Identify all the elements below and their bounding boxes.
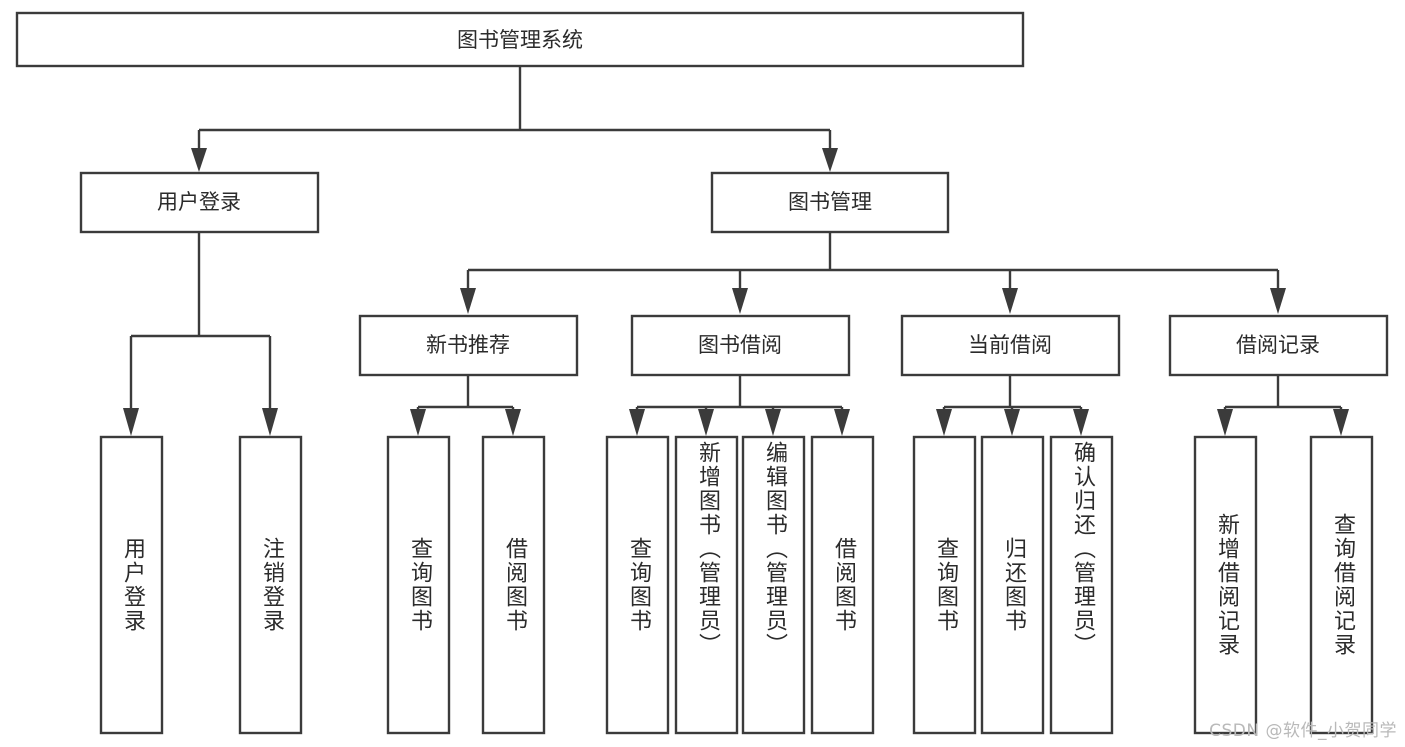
arrowhead-leaf-rec-query-record (1333, 409, 1349, 436)
node-leaf-cur-query-book-box[interactable] (912, 435, 977, 735)
arrowhead-current-borrow (1002, 288, 1018, 314)
arrowhead-leaf-rec-borrow-book (505, 409, 521, 436)
arrowhead-borrow-record (1270, 288, 1286, 314)
node-borrow-record-box[interactable] (1168, 314, 1389, 377)
node-root-label: 图书管理系统 (457, 28, 583, 52)
node-leaf-rec-add-record-box[interactable] (1193, 435, 1258, 735)
arrowhead-leaf-user-logout (262, 408, 278, 436)
arrowhead-new-book-rec (460, 288, 476, 314)
node-leaf-borrow-query-book-box[interactable] (605, 435, 670, 735)
node-root[interactable]: 图书管理系统 (15, 11, 1025, 68)
node-current-borrow-box[interactable] (900, 314, 1121, 377)
node-current-borrow[interactable]: 当前借阅 (900, 314, 1121, 377)
node-user-login-box[interactable] (79, 171, 320, 234)
node-new-book-rec-box[interactable] (358, 314, 579, 377)
node-new-book-rec[interactable]: 新书推荐 (358, 314, 579, 377)
node-leaf-borrow-edit-book-box[interactable] (741, 435, 806, 735)
node-leaf-cur-return-book-box[interactable] (980, 435, 1045, 735)
arrowhead-leaf-cur-return-book (1004, 409, 1020, 436)
node-leaf-borrow-borrow-book-box[interactable] (810, 435, 875, 735)
node-root-box[interactable] (15, 11, 1025, 68)
arrowhead-leaf-user-login (123, 408, 139, 436)
node-user-login-label: 用户登录 (157, 190, 241, 214)
arrowhead-leaf-borrow-borrow-book (834, 409, 850, 436)
node-new-book-rec-label: 新书推荐 (426, 333, 510, 357)
node-leaf-user-login-box[interactable] (99, 435, 164, 735)
connector-layer (123, 66, 1349, 436)
node-leaf-borrow-add-book-box[interactable] (674, 435, 739, 735)
node-leaf-cur-confirm-return-box[interactable] (1049, 435, 1114, 735)
leaf-box-layer (99, 435, 1374, 735)
node-borrow-record-label: 借阅记录 (1236, 333, 1320, 357)
arrowhead-book-borrow (732, 288, 748, 314)
node-current-borrow-label: 当前借阅 (968, 333, 1052, 357)
node-leaf-rec-query-book-box[interactable] (386, 435, 451, 735)
node-leaf-rec-borrow-book-box[interactable] (481, 435, 546, 735)
arrowhead-leaf-rec-add-record (1217, 409, 1233, 436)
node-book-manage[interactable]: 图书管理 (710, 171, 950, 234)
watermark-label: CSDN @软件_小贺同学 (1209, 721, 1397, 741)
node-leaf-rec-query-record-box[interactable] (1309, 435, 1374, 735)
node-book-borrow-box[interactable] (630, 314, 851, 377)
node-book-manage-box[interactable] (710, 171, 950, 234)
node-book-manage-label: 图书管理 (788, 190, 872, 214)
arrowhead-leaf-borrow-query-book (629, 409, 645, 436)
node-borrow-record[interactable]: 借阅记录 (1168, 314, 1389, 377)
node-book-borrow-label: 图书借阅 (698, 333, 782, 357)
arrowhead-user-login (191, 148, 207, 172)
arrowhead-book-manage (822, 148, 838, 172)
arrowhead-leaf-borrow-edit-book (765, 409, 781, 436)
arrowhead-leaf-cur-query-book (936, 409, 952, 436)
arrowhead-leaf-rec-query-book (410, 409, 426, 436)
node-book-borrow[interactable]: 图书借阅 (630, 314, 851, 377)
arrowhead-leaf-borrow-add-book (698, 409, 714, 436)
node-leaf-user-logout-box[interactable] (238, 435, 303, 735)
arrowhead-leaf-cur-confirm-return (1073, 409, 1089, 436)
node-user-login[interactable]: 用户登录 (79, 171, 320, 234)
